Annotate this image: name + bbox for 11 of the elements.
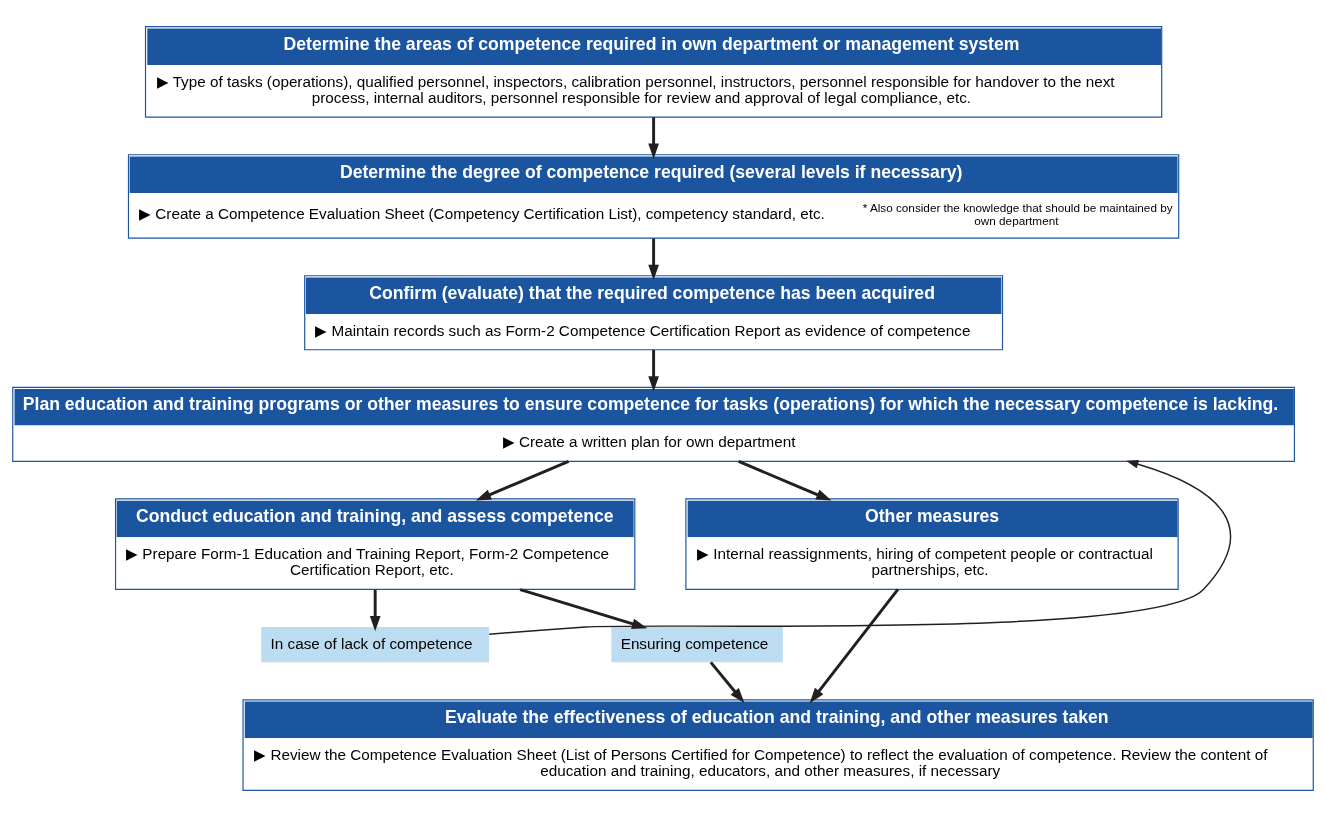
node-box: In case of lack of competence bbox=[261, 626, 490, 662]
arrow bbox=[648, 237, 659, 280]
arrow bbox=[488, 459, 1232, 635]
node-box: Ensuring competence bbox=[611, 626, 783, 662]
arrow bbox=[709, 661, 745, 703]
arrow bbox=[809, 588, 900, 703]
arrow bbox=[648, 116, 659, 159]
arrow bbox=[475, 459, 570, 501]
arrow bbox=[648, 349, 659, 392]
arrow bbox=[369, 589, 381, 631]
arrow bbox=[738, 459, 832, 501]
